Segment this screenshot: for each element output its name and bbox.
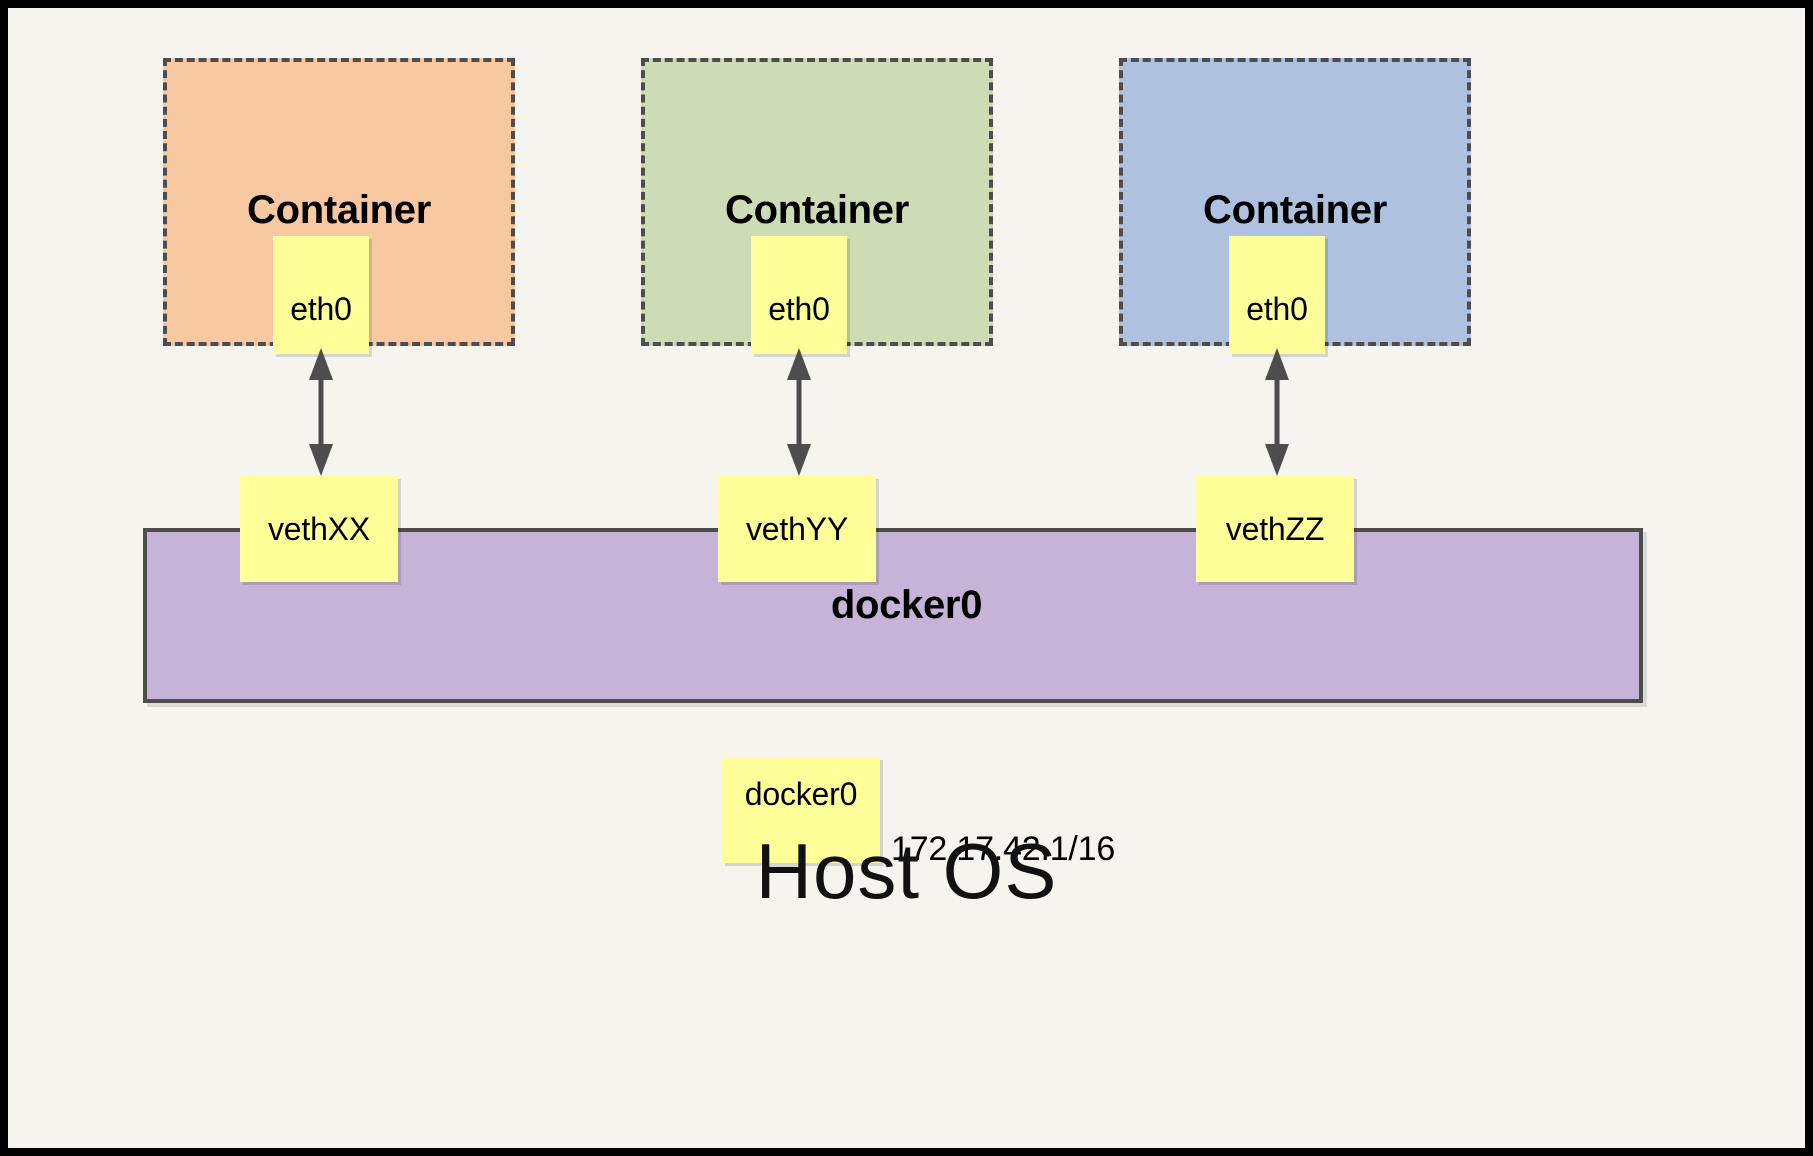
veth-port-yy: vethYY — [718, 476, 876, 582]
veth-port-xx: vethXX — [240, 476, 398, 582]
eth0-label-1: eth0 — [290, 290, 352, 327]
diagram-canvas: Container Container Container eth0 eth0 … — [8, 8, 1805, 1148]
docker0-port-note: docker0 — [722, 757, 880, 863]
docker0-ip-address: 172.17.42.1/16 — [891, 830, 1116, 868]
container-label-3: Container — [1203, 188, 1387, 232]
eth0-interface-2: eth0 — [751, 236, 847, 354]
veth-label-xx: vethXX — [268, 510, 370, 547]
docker0-port-label: docker0 — [744, 775, 858, 812]
container-label-1: Container — [247, 188, 431, 232]
eth0-interface-1: eth0 — [273, 236, 369, 354]
eth0-interface-3: eth0 — [1229, 236, 1325, 354]
arrow-eth0-vethzz-icon — [1265, 348, 1289, 476]
eth0-label-2: eth0 — [768, 290, 830, 327]
docker0-bridge-label: docker0 — [830, 583, 983, 627]
veth-port-zz: vethZZ — [1196, 476, 1354, 582]
container-label-2: Container — [725, 188, 909, 232]
eth0-label-3: eth0 — [1246, 290, 1308, 327]
arrow-eth0-vethxx-icon — [309, 348, 333, 476]
host-os-label: Host OS — [755, 827, 1058, 915]
veth-label-zz: vethZZ — [1225, 510, 1325, 547]
arrow-eth0-vethyy-icon — [787, 348, 811, 476]
veth-label-yy: vethYY — [746, 510, 848, 547]
